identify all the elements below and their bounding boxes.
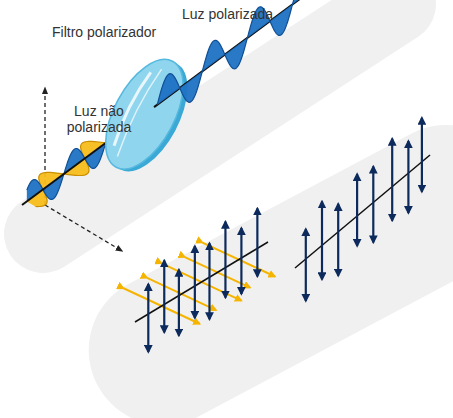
vertical-vector (256, 208, 258, 248)
vertical-vector (305, 259, 307, 301)
vertical-vector (147, 314, 149, 352)
label-text: Filtro polarizador (52, 24, 192, 40)
vertical-vector (224, 222, 226, 268)
label-text: Luz polarizada (182, 6, 302, 22)
vertical-vector (421, 118, 423, 162)
vertical-vector (224, 268, 226, 298)
vertical-vector (356, 174, 358, 216)
vertical-vector (407, 173, 409, 213)
vertical-vector (356, 216, 358, 246)
vertical-vector (372, 202, 374, 242)
vertical-vector (337, 204, 339, 232)
vertical-vector (391, 187, 393, 221)
vertical-vector (194, 246, 196, 286)
vertical-vector (372, 166, 374, 202)
vertical-vector (240, 258, 242, 294)
axis-arrow (45, 205, 122, 251)
vector-grids (124, 118, 430, 352)
vertical-vector (407, 141, 409, 173)
polarized-wave-outline (157, 0, 315, 105)
vector-grid (124, 208, 275, 352)
vertical-vector (321, 201, 323, 245)
vertical-vector (208, 277, 210, 319)
vertical-vector (391, 139, 393, 187)
vertical-vector (163, 304, 165, 332)
vector-grid (295, 118, 430, 301)
grid-axis (135, 242, 268, 322)
vertical-vector (321, 245, 323, 279)
vertical-vector (178, 296, 180, 336)
vertical-vector (240, 228, 242, 258)
wave-group (22, 0, 320, 207)
vertical-vector (147, 284, 149, 314)
vertical-vector (178, 270, 180, 296)
vertical-vector (421, 162, 423, 192)
vertical-vector (208, 243, 210, 277)
vertical-vector (305, 229, 307, 259)
vertical-vector (163, 260, 165, 304)
label-text: Luz não polarizada (62, 103, 136, 135)
polarized-wave (157, 0, 315, 105)
vertical-vector (194, 286, 196, 318)
vertical-vector (337, 232, 339, 276)
vertical-vector (256, 248, 258, 276)
grid-axis (295, 155, 430, 268)
